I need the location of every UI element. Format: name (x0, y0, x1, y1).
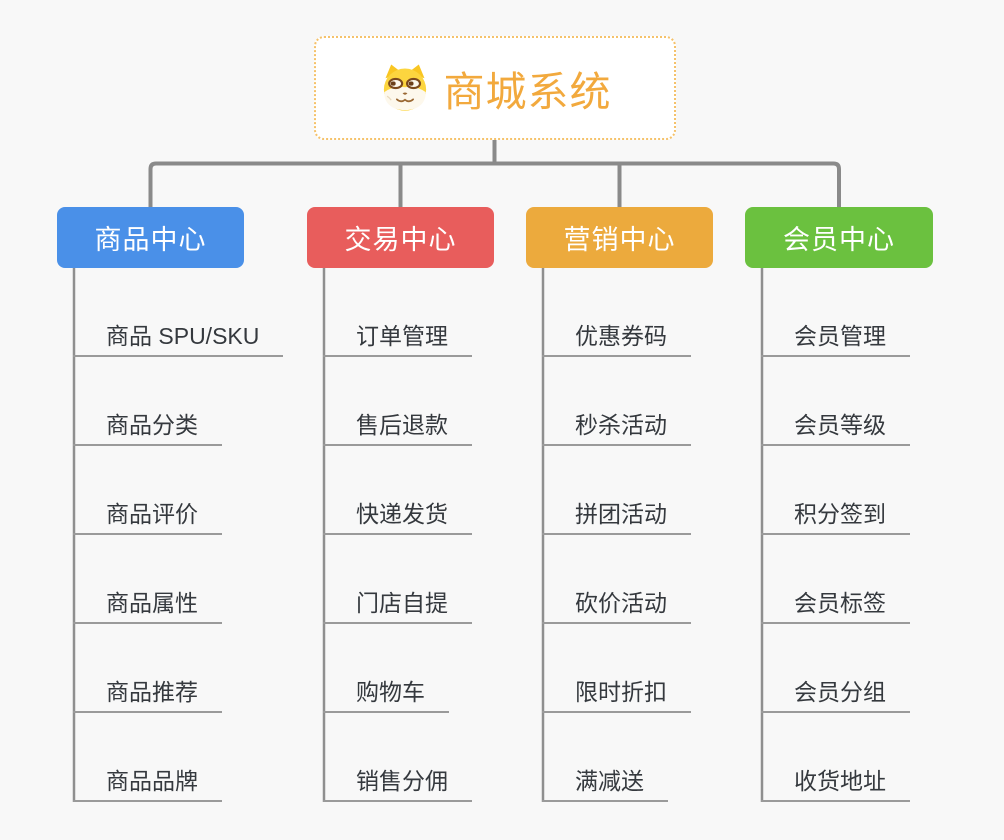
child-node[interactable]: 优惠券码 (542, 319, 691, 357)
child-node[interactable]: 快递发货 (323, 497, 472, 535)
child-node[interactable]: 售后退款 (323, 408, 472, 446)
branch-label: 交易中心 (344, 225, 457, 255)
child-node[interactable]: 砍价活动 (542, 586, 691, 624)
child-node[interactable]: 秒杀活动 (542, 408, 691, 446)
child-node[interactable]: 销售分佣 (323, 764, 472, 802)
branch-node-product-center[interactable]: 商品中心 (57, 207, 244, 268)
shiba-dog-icon (383, 64, 426, 111)
root-title: 商城系统 (443, 69, 612, 115)
child-node[interactable]: 拼团活动 (542, 497, 691, 535)
branch-label: 营销中心 (563, 225, 676, 255)
child-node[interactable]: 商品分类 (73, 408, 222, 446)
child-node[interactable]: 满减送 (542, 764, 668, 802)
root-node-mall-system[interactable]: 商城系统 (314, 36, 676, 140)
child-node[interactable]: 商品推荐 (73, 675, 222, 713)
branch-node-marketing-center[interactable]: 营销中心 (526, 207, 713, 268)
child-node[interactable]: 购物车 (323, 675, 449, 713)
child-node[interactable]: 商品评价 (73, 497, 222, 535)
child-node[interactable]: 会员标签 (761, 586, 910, 624)
child-node[interactable]: 会员管理 (761, 319, 910, 357)
child-node[interactable]: 门店自提 (323, 586, 472, 624)
branch-label: 会员中心 (783, 225, 895, 255)
child-node[interactable]: 会员等级 (761, 408, 910, 446)
branch-node-member-center[interactable]: 会员中心 (745, 207, 933, 268)
child-node[interactable]: 限时折扣 (542, 675, 691, 713)
child-node[interactable]: 收货地址 (761, 764, 910, 802)
child-node[interactable]: 商品属性 (73, 586, 222, 624)
child-node[interactable]: 商品 SPU/SKU (73, 319, 284, 357)
child-node[interactable]: 会员分组 (761, 675, 910, 713)
branch-node-trade-center[interactable]: 交易中心 (307, 207, 494, 268)
child-node[interactable]: 积分签到 (761, 497, 910, 535)
branch-label: 商品中心 (94, 225, 207, 255)
child-node[interactable]: 商品品牌 (73, 764, 222, 802)
child-node[interactable]: 订单管理 (323, 319, 472, 357)
